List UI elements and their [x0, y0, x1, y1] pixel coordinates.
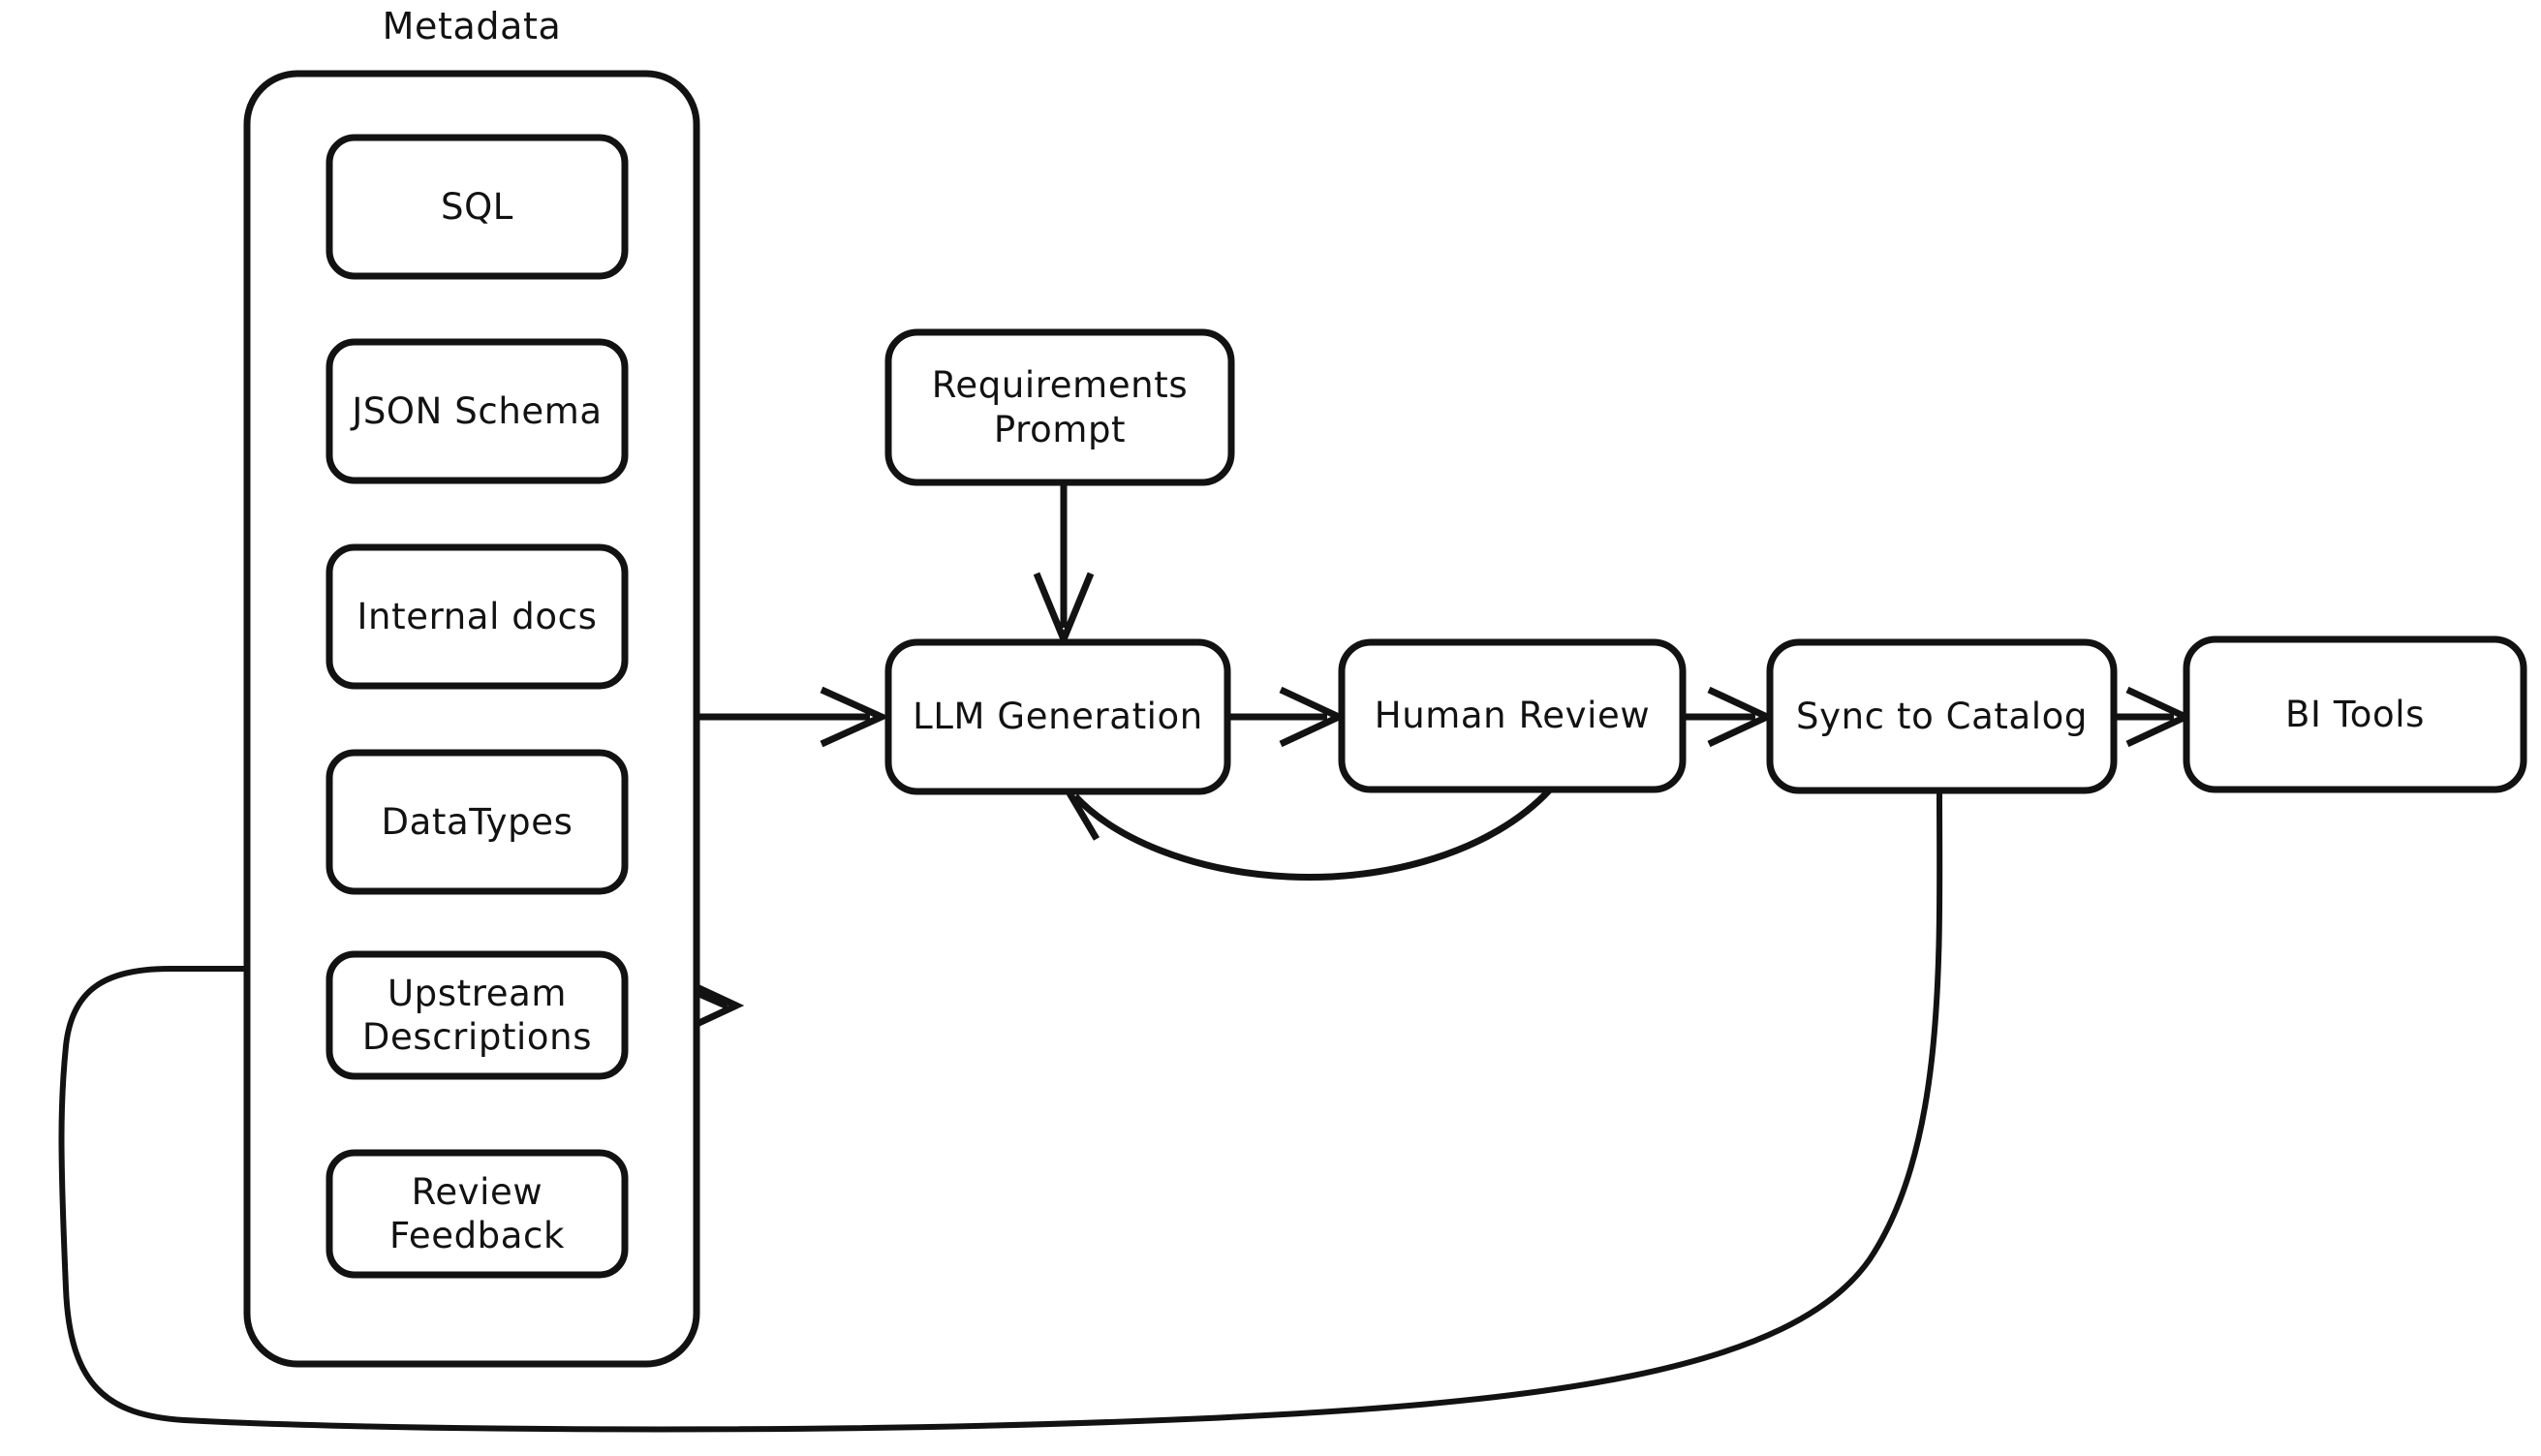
- node-sync-to-catalog-box[interactable]: [1766, 638, 2118, 794]
- node-requirements-prompt-box[interactable]: [884, 328, 1235, 486]
- node-human-review-box[interactable]: [1338, 638, 1687, 793]
- metadata-group-title: Metadata: [382, 5, 562, 47]
- metadata-item-sql-box[interactable]: [325, 134, 629, 280]
- metadata-item-internal-docs-box[interactable]: [325, 543, 629, 690]
- edge-sync-to-upstream: [58, 789, 1943, 1433]
- edge-review-to-llm-feedback: [1072, 787, 1553, 882]
- metadata-item-json-schema-box[interactable]: [325, 338, 629, 484]
- node-bi-tools-box[interactable]: [2183, 635, 2527, 793]
- metadata-item-upstream-descriptions-box[interactable]: [325, 950, 629, 1080]
- node-llm-generation-box[interactable]: [884, 638, 1231, 795]
- arrowhead-metadata-to-llm: [820, 686, 890, 748]
- metadata-item-datatypes-box[interactable]: [325, 749, 629, 895]
- metadata-item-review-feedback-box[interactable]: [325, 1149, 629, 1279]
